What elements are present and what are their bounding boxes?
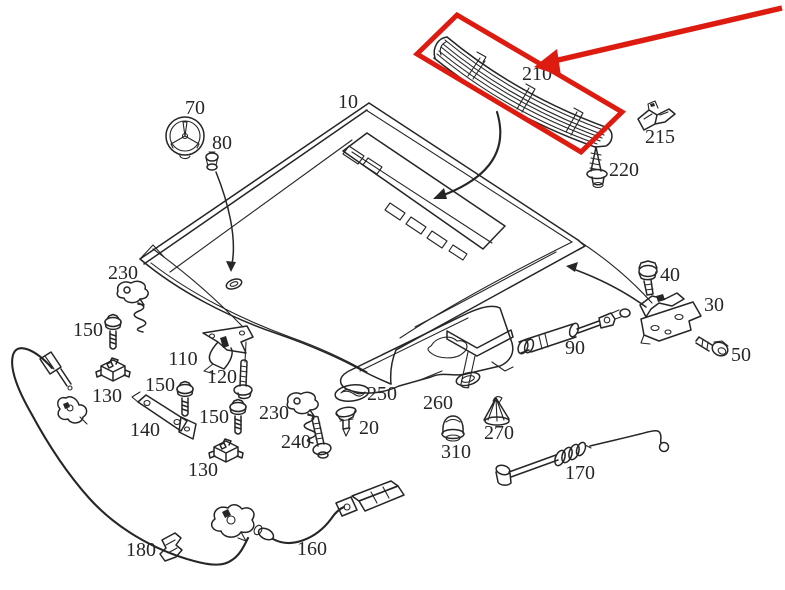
highlight-box (412, 11, 627, 156)
bolt-150-third-drawing (229, 398, 247, 435)
part-label-110: 110 (168, 348, 197, 370)
part-label-230-lower: 230 (259, 402, 289, 424)
part-label-10: 10 (338, 91, 358, 113)
prop-arm-drawing (446, 329, 514, 389)
part-label-150-first: 150 (73, 319, 103, 341)
bracket-140-drawing (131, 391, 197, 440)
bolt-40-drawing (638, 260, 658, 296)
star-emblem-drawing (165, 116, 205, 160)
part-label-40: 40 (660, 264, 680, 286)
part-label-215: 215 (645, 126, 675, 148)
part-label-270: 270 (484, 422, 514, 444)
part-label-260: 260 (423, 392, 453, 414)
part-label-80: 80 (212, 132, 232, 154)
clip-215-drawing (637, 100, 676, 131)
highlight-callout (412, 5, 783, 156)
bolt-50-drawing (695, 336, 729, 357)
hinge-30-drawing (611, 292, 702, 345)
part-label-310: 310 (441, 441, 471, 463)
arrow-grille-to-hood (433, 110, 502, 199)
safety-catch-230-upper-drawing (116, 280, 149, 333)
arrow-hinge-to-hood (566, 242, 653, 308)
plug-20-drawing (335, 406, 357, 437)
part-label-170: 170 (565, 462, 595, 484)
hood-hinge-110-drawing (202, 325, 254, 375)
part-label-90: 90 (565, 337, 585, 359)
arrow-80-to-hood (215, 171, 236, 272)
part-label-130-lower: 130 (188, 459, 218, 481)
part-label-220: 220 (609, 159, 639, 181)
buffer-310-drawing (441, 415, 465, 442)
screw-220-drawing (586, 146, 608, 189)
part-label-50: 50 (731, 344, 751, 366)
bolt-120-drawing (233, 359, 253, 400)
part-label-20: 20 (359, 417, 379, 439)
part-label-250: 250 (367, 383, 397, 405)
hood-vent-recess-drawing (342, 132, 506, 261)
part-label-240: 240 (281, 431, 311, 453)
part-label-120: 120 (207, 366, 237, 388)
clip-180-drawing (159, 532, 183, 562)
part-label-140: 140 (130, 419, 160, 441)
gas-strut-90-drawing (517, 312, 616, 355)
highlight-arrow-head-icon (534, 49, 561, 76)
part-label-150-second: 150 (145, 374, 175, 396)
bolt-240-drawing (311, 415, 332, 459)
part-label-160: 160 (297, 538, 327, 560)
part-labels: 10 70 80 210 215 220 40 30 50 90 230 150… (73, 63, 751, 561)
insulation-panel-260-drawing (339, 305, 514, 394)
highlight-arrow-shaft (553, 5, 783, 64)
part-label-150-third: 150 (199, 406, 229, 428)
cable-170-drawing (495, 430, 670, 486)
bolt-150-second-drawing (176, 380, 194, 417)
release-cable-160-drawing (11, 347, 405, 566)
clip-130-upper-drawing (95, 357, 131, 382)
part-label-180: 180 (126, 539, 156, 561)
grommet-screw-drawing (205, 151, 219, 171)
bolt-150-first-drawing (104, 313, 122, 350)
clip-270-drawing (483, 396, 510, 426)
part-label-70: 70 (185, 97, 205, 119)
part-label-230-upper: 230 (108, 262, 138, 284)
part-label-130-upper: 130 (92, 385, 122, 407)
part-label-30: 30 (704, 294, 724, 316)
hood-panel-drawing (139, 102, 586, 385)
